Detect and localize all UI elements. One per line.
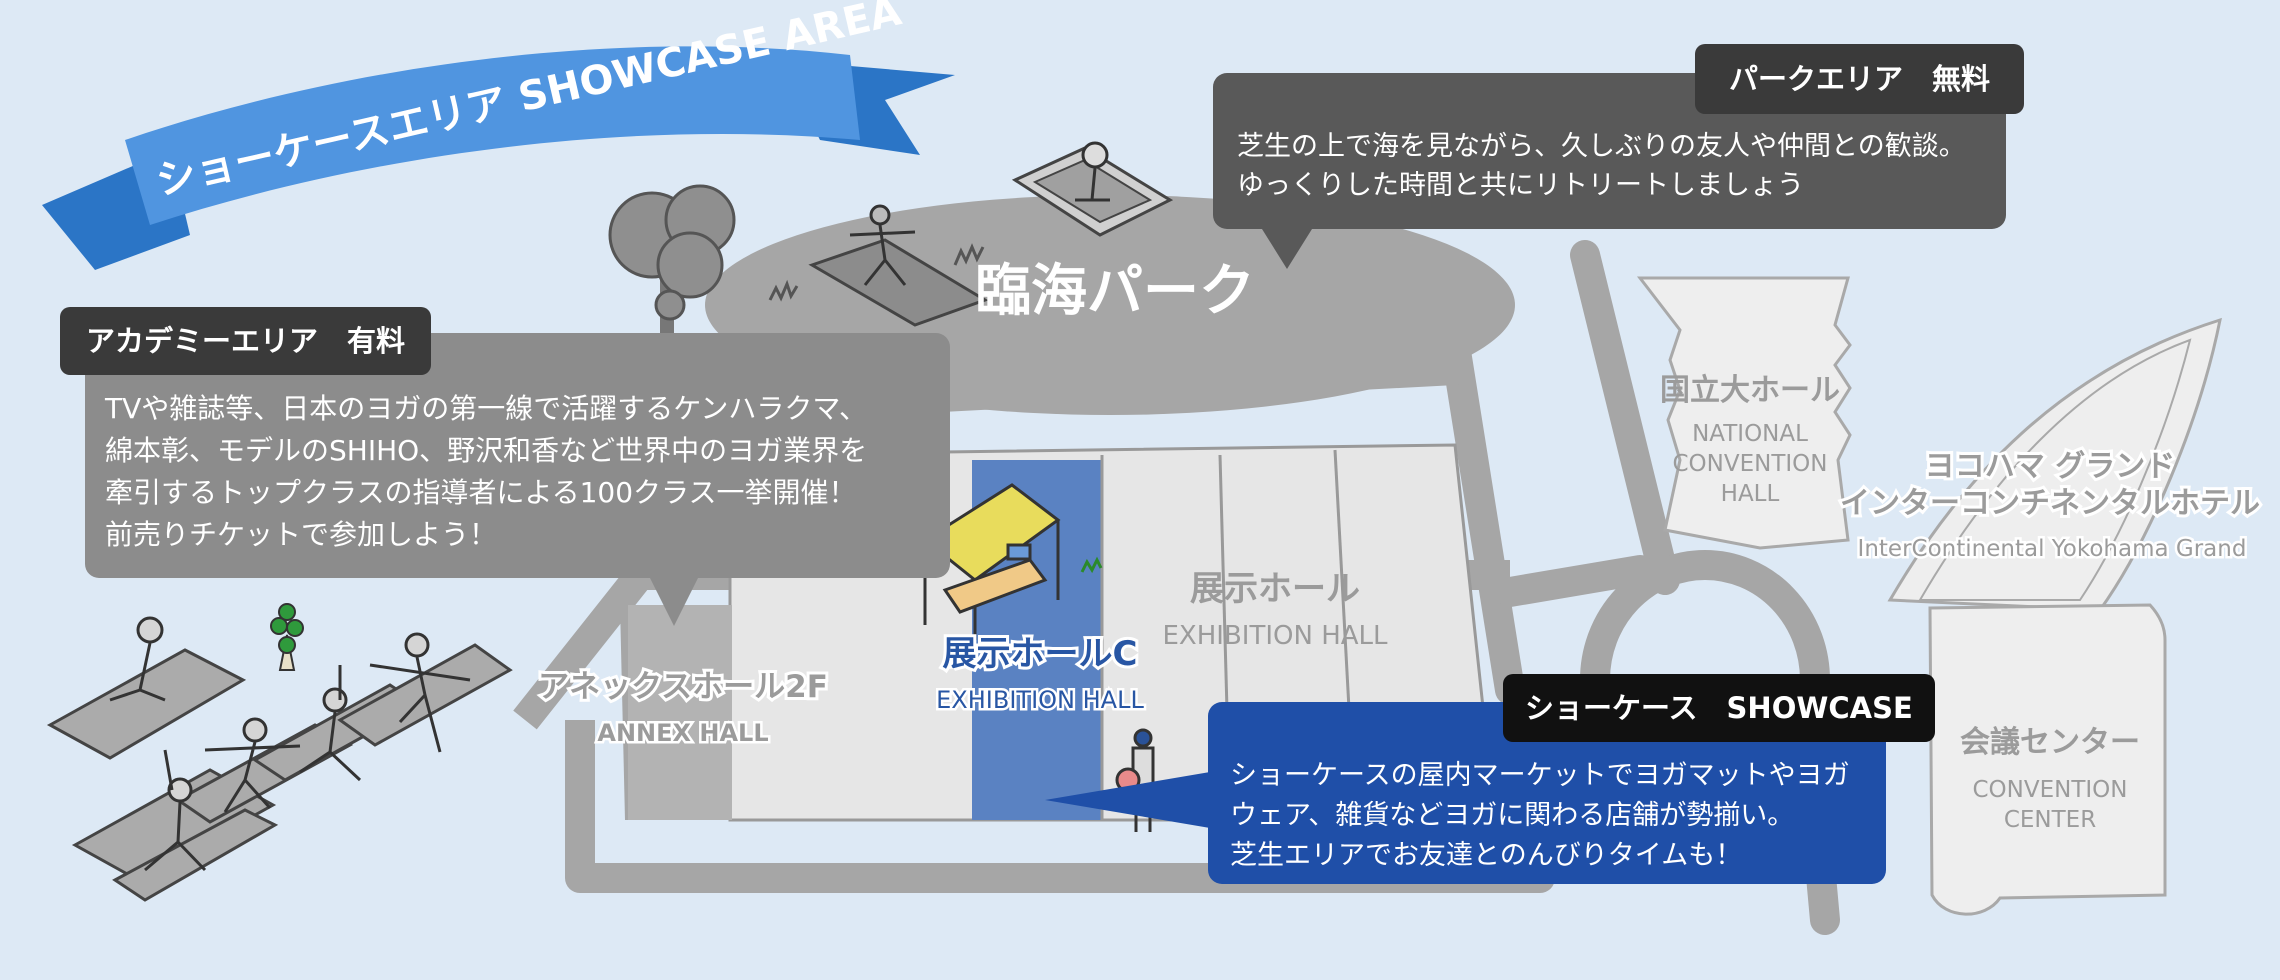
hotel-building [1887, 317, 2222, 612]
park-callout-tail [1262, 229, 1312, 269]
park-area-description: 芝生の上で海を見ながら、久しぶりの友人や仲間との歓談。 ゆっくりした時間と共にリ… [1237, 131, 1966, 201]
national-hall-jp: 国立大ホール [1660, 373, 1840, 408]
academy-yoga-mats [46, 643, 513, 902]
showcase-area-heading: ショーケース SHOWCASE [1503, 674, 1935, 742]
national-hall-en-2: CONVENTION [1673, 451, 1828, 477]
park-name: 臨海パーク [975, 259, 1255, 324]
national-hall-en-1: NATIONAL [1692, 421, 1808, 447]
national-hall-building [1636, 276, 1852, 550]
conference-center-building [1928, 603, 2167, 916]
hotel-jp-2: インターコンチネンタルホテル [1840, 486, 2260, 521]
tree-icon [608, 184, 736, 340]
grass-icon [768, 243, 985, 302]
annex-hall-jp: アネックスホール2F [538, 669, 828, 705]
hall-c-en: EXHIBITION HALL [936, 686, 1144, 714]
hotel-building-sail [1918, 338, 2192, 601]
conference-center-jp: 会議センター [1960, 725, 2140, 760]
showcase-callout-tail [1045, 772, 1210, 828]
academy-callout-tail [650, 578, 698, 626]
hotel-en: InterContinental Yokohama Grand [1858, 536, 2247, 562]
annex-hall-room [628, 605, 732, 820]
hotel-jp-1: ヨコハマ グランド [1925, 449, 2175, 484]
banner-ribbon [125, 46, 860, 225]
academy-area-description: TVや雑誌等、日本のヨガの第一線で活躍するケンハラクマ、 綿本彰、モデルのSHI… [105, 392, 868, 551]
conference-center-en-2: CENTER [2004, 807, 2096, 833]
annex-hall-en: ANNEX HALL [597, 719, 768, 747]
academy-yogi-icons [109, 616, 471, 872]
platform-yogi-icon [1075, 141, 1110, 202]
hall-c-jp: 展示ホールC [943, 634, 1138, 674]
park-area-heading: パークエリア 無料 [1695, 44, 2025, 114]
showcase-area-description: ショーケースの屋内マーケットでヨガマットやヨガ ウェア、雑貨などヨガに関わる店舗… [1230, 760, 1850, 871]
exhibition-hall-en: EXHIBITION HALL [1163, 621, 1389, 651]
academy-area-callout: TVや雑誌等、日本のヨガの第一線で活躍するケンハラクマ、 綿本彰、モデルのSHI… [85, 333, 950, 578]
park-yogi-icon [849, 204, 916, 286]
exhibition-hall-jp: 展示ホール [1190, 569, 1360, 609]
conference-center-en-1: CONVENTION [1973, 777, 2128, 803]
academy-area-heading: アカデミーエリア 有料 [60, 307, 432, 375]
park-yoga-mat [808, 238, 989, 327]
national-hall-en-3: HALL [1721, 481, 1780, 507]
plant-icon [270, 603, 304, 671]
park-area-callout: 芝生の上で海を見ながら、久しぶりの友人や仲間との歓談。 ゆっくりした時間と共にリ… [1213, 73, 2006, 229]
market-tent-icon [922, 483, 1103, 640]
